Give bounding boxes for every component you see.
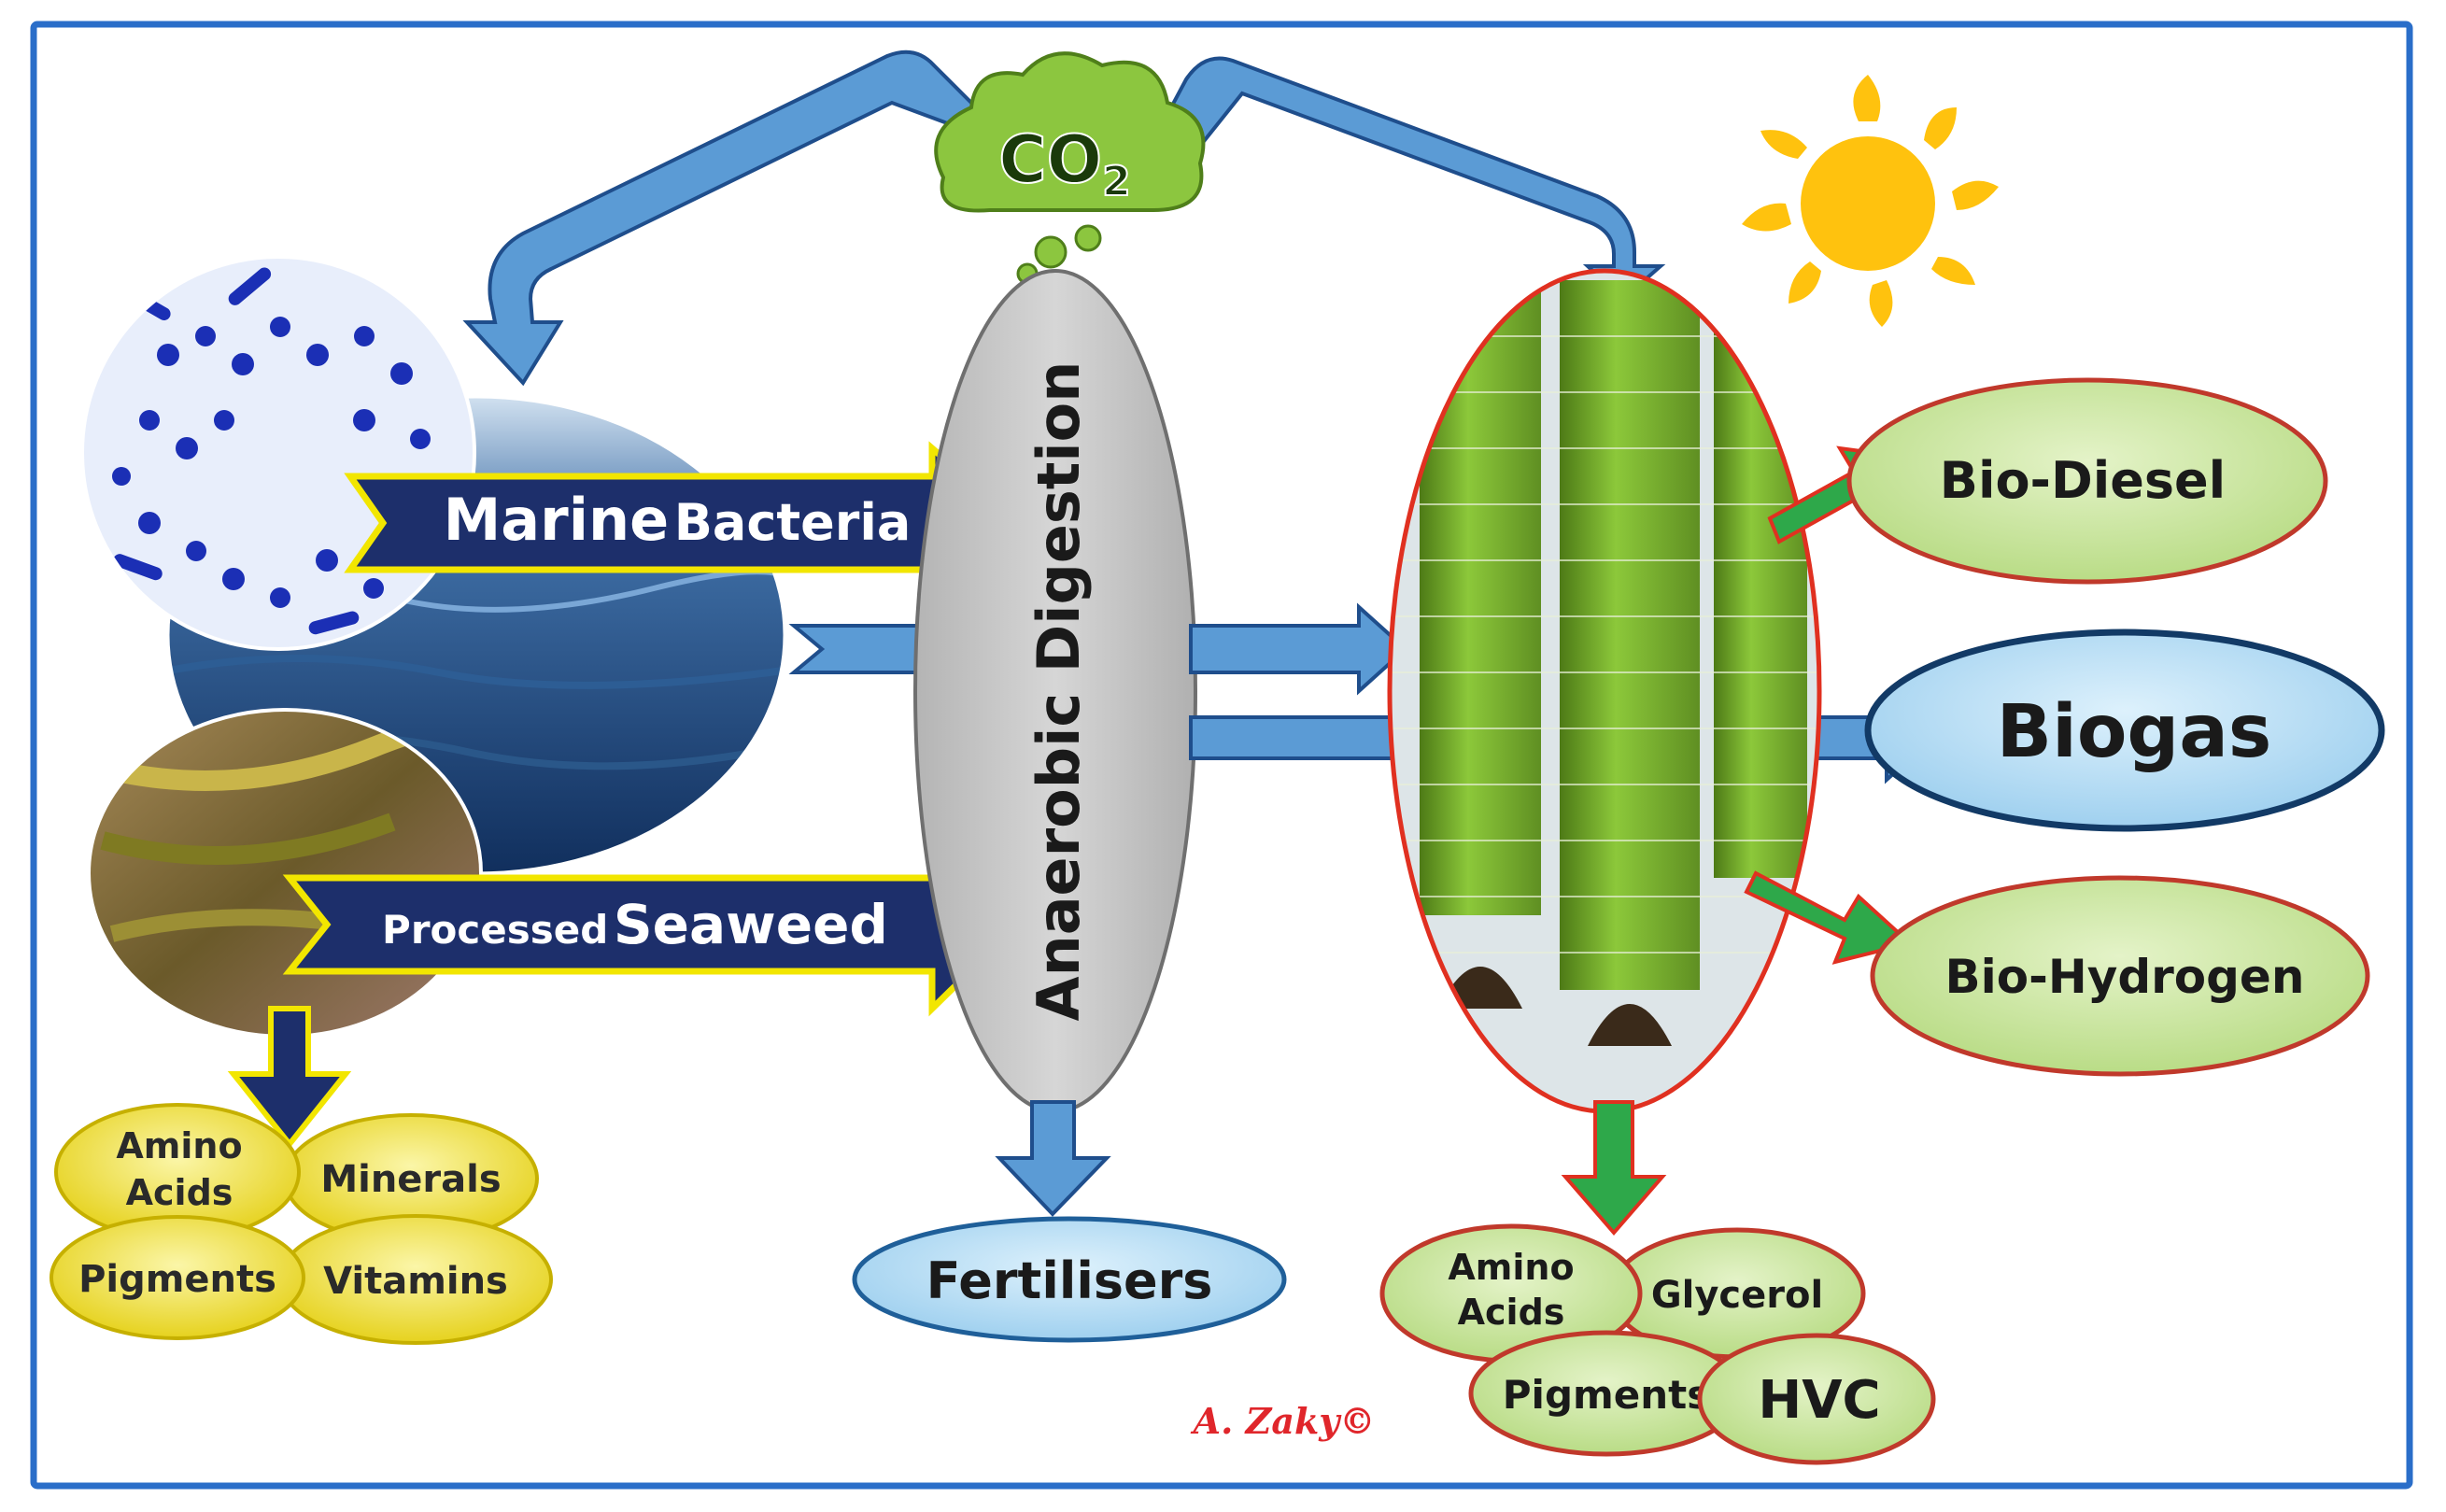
pigments-oval <box>49 1215 305 1340</box>
bio-diesel-oval <box>1846 377 2328 585</box>
seaweed-image <box>89 710 481 1037</box>
author-credit: A. Zaky© <box>1191 1400 1376 1442</box>
biogas-oval <box>1864 629 2385 832</box>
amino-acids-right-label-1: Amino <box>1448 1247 1574 1288</box>
glycerol-label: Glycerol <box>1651 1274 1823 1317</box>
to-bio-hydrogen-arrow <box>1744 870 1915 965</box>
marine-bacteria-label: Marine Bacteria <box>444 486 912 554</box>
processed-seaweed-label: Processed Seaweed <box>382 893 888 956</box>
bio-diesel-label: Bio-Diesel <box>1940 451 2226 510</box>
co2-label: CO2 <box>998 121 1131 205</box>
co2-cloud: CO2 <box>934 51 1206 285</box>
pigments-right-label: Pigments <box>1503 1372 1710 1418</box>
anaerobic-digestion-label: Anaerobic Digestion <box>1025 361 1093 1022</box>
amino-acids-right-label-2: Acids <box>1458 1292 1565 1333</box>
digestion-to-fertilisers-arrow <box>995 1100 1111 1217</box>
hvc-oval <box>1697 1333 1936 1465</box>
co2-subscript: 2 <box>1102 158 1131 205</box>
biogas-label: Biogas <box>1997 690 2272 774</box>
vitamins-label: Vitamins <box>323 1260 508 1303</box>
algae-products: Glycerol Amino Acids Pigments HVC <box>1379 1223 1936 1465</box>
amino-acids-label-2: Acids <box>126 1172 233 1213</box>
marine-bacteria-image <box>82 257 474 649</box>
seaweed-products-arrow <box>227 1006 352 1149</box>
pigments-label: Pigments <box>78 1258 276 1301</box>
fertilisers-label: Fertilisers <box>926 1251 1213 1310</box>
bio-hydrogen-oval <box>1870 875 2370 1077</box>
minerals-label: Minerals <box>320 1158 501 1201</box>
to-algae-products-arrow <box>1561 1100 1667 1236</box>
seaweed-products: Minerals Amino Acids Vitamins Pigments <box>49 1103 553 1345</box>
co2-to-bacteria-arrow <box>462 49 1020 387</box>
bio-hydrogen-label: Bio-Hydrogen <box>1945 950 2305 1004</box>
hvc-label: HVC <box>1758 1370 1880 1431</box>
amino-acids-label-1: Amino <box>116 1125 242 1166</box>
fertilisers-oval <box>852 1216 1287 1343</box>
digestion-to-photobioreactor-arrow <box>1189 602 1408 696</box>
sun-icon <box>1742 75 1999 327</box>
sea-to-digestion-arrow <box>788 624 936 674</box>
